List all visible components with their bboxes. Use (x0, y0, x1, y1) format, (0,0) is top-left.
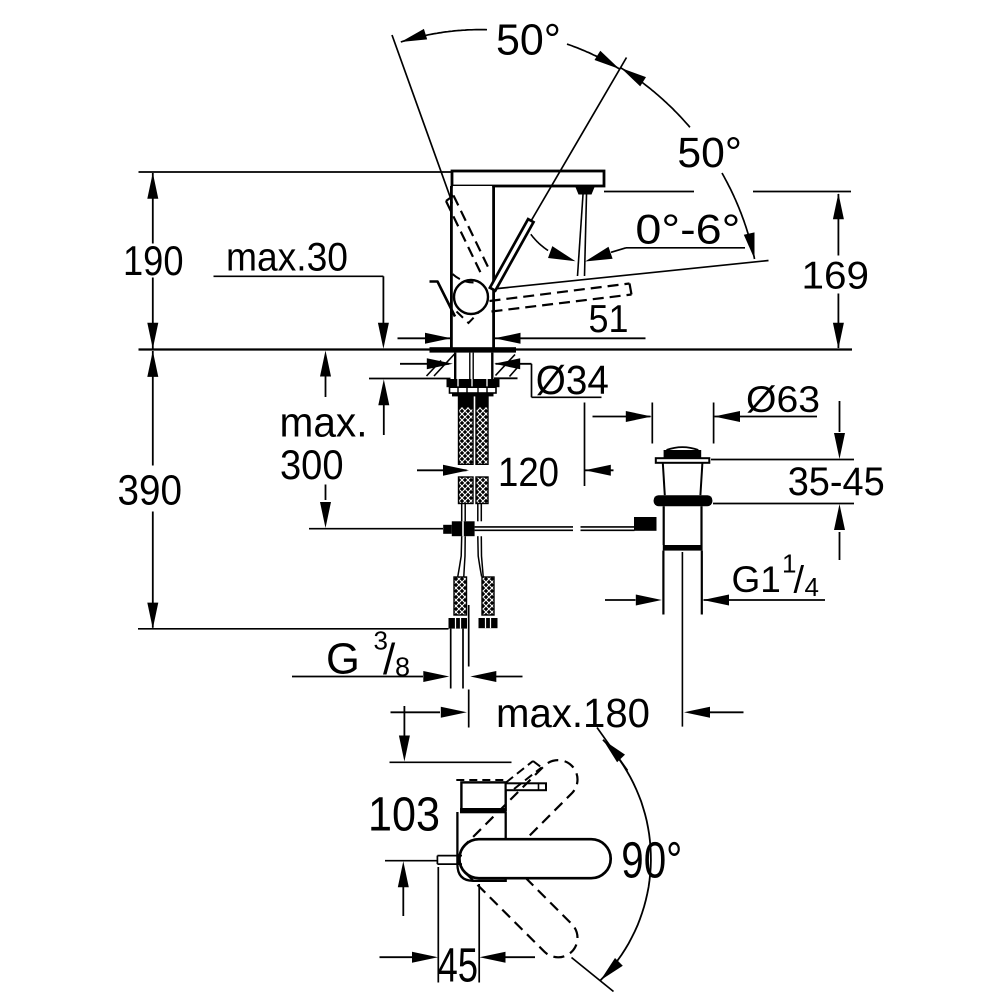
svg-text:169: 169 (802, 254, 870, 297)
svg-text:G1: G1 (732, 559, 781, 600)
svg-text:90°: 90° (621, 832, 682, 889)
svg-text:190: 190 (123, 237, 184, 284)
svg-text:50°: 50° (677, 130, 742, 177)
svg-text:Ø63: Ø63 (746, 379, 820, 420)
svg-text:120: 120 (498, 449, 559, 495)
svg-text:103: 103 (368, 788, 440, 841)
svg-text:1: 1 (782, 549, 796, 579)
svg-text:51: 51 (589, 298, 629, 341)
svg-text:390: 390 (118, 467, 183, 515)
svg-text:35-45: 35-45 (788, 460, 885, 504)
svg-text:max.180: max.180 (496, 690, 650, 736)
svg-text:300: 300 (280, 441, 344, 488)
svg-text:50°: 50° (496, 16, 561, 65)
svg-text:8: 8 (395, 652, 410, 682)
svg-text:/: / (383, 635, 396, 684)
svg-text:max.: max. (280, 399, 368, 446)
svg-text:0°-6°: 0°-6° (635, 205, 740, 252)
svg-text:45: 45 (438, 940, 479, 993)
svg-text:max.30: max.30 (226, 235, 348, 279)
svg-text:G: G (326, 636, 360, 684)
svg-text:Ø34: Ø34 (536, 357, 609, 403)
svg-text:3: 3 (374, 626, 388, 656)
svg-text:4: 4 (805, 572, 819, 602)
svg-text:/: / (794, 560, 805, 602)
